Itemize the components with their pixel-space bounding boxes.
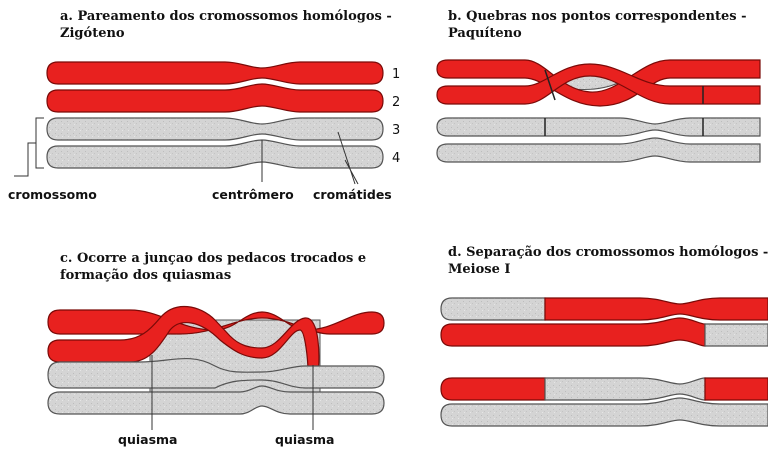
panel-c-title-line1: c. Ocorre a junçao dos pedacos trocados … xyxy=(60,250,366,267)
panel-a-title-line1: a. Pareamento dos cromossomos homólogos … xyxy=(60,8,392,25)
label-4: 4 xyxy=(392,151,400,166)
d-chromatid-1-red xyxy=(545,298,768,320)
panel-a-title-line2: Zigóteno xyxy=(60,25,392,42)
panel-c-title-line2: formação dos quiasmas xyxy=(60,267,366,284)
d-chromatid-3-gray xyxy=(545,378,705,400)
chromatid-3 xyxy=(47,118,383,140)
label-3: 3 xyxy=(392,123,400,138)
chromatid-2 xyxy=(47,84,383,112)
d-chromatid-1-gray xyxy=(441,298,545,320)
d-chromatid-2-red xyxy=(441,318,705,346)
d-chromatid-3-red-left xyxy=(441,378,545,400)
label-2: 2 xyxy=(392,95,400,110)
panel-b-title-line1: b. Quebras nos pontos correspondentes - xyxy=(448,8,747,25)
panel-b-chromosomes xyxy=(437,60,760,162)
chromatid-1 xyxy=(47,62,383,84)
label-quiasma-right: quiasma xyxy=(275,432,334,447)
d-chromatid-4 xyxy=(441,398,768,426)
chromosome-bracket xyxy=(14,118,44,176)
chromatid-4 xyxy=(47,140,383,168)
panel-d-chromosomes xyxy=(441,298,768,426)
d-chromatid-3-red-right xyxy=(705,378,768,400)
b-chromatid-3 xyxy=(437,118,760,136)
label-quiasma-left: quiasma xyxy=(118,432,177,447)
panel-c-chromosomes xyxy=(48,306,384,430)
panel-c-title: c. Ocorre a junçao dos pedacos trocados … xyxy=(60,250,366,284)
panel-b-title-line2: Paquíteno xyxy=(448,25,747,42)
panel-d-title-line1: d. Separação dos cromossomos homólogos - xyxy=(448,244,768,261)
label-cromatides: cromátides xyxy=(313,187,392,202)
label-cromossomo: cromossomo xyxy=(8,187,97,202)
panel-a-title: a. Pareamento dos cromossomos homólogos … xyxy=(60,8,392,42)
b-chromatid-4 xyxy=(437,138,760,162)
panel-d-title-line2: Meiose I xyxy=(448,261,768,278)
label-centromero: centrômero xyxy=(212,187,294,202)
panel-b-title: b. Quebras nos pontos correspondentes - … xyxy=(448,8,747,42)
label-1: 1 xyxy=(392,67,400,82)
panel-d-title: d. Separação dos cromossomos homólogos -… xyxy=(448,244,768,278)
d-chromatid-2-gray xyxy=(705,324,768,346)
panel-a-chromosomes xyxy=(14,62,383,184)
